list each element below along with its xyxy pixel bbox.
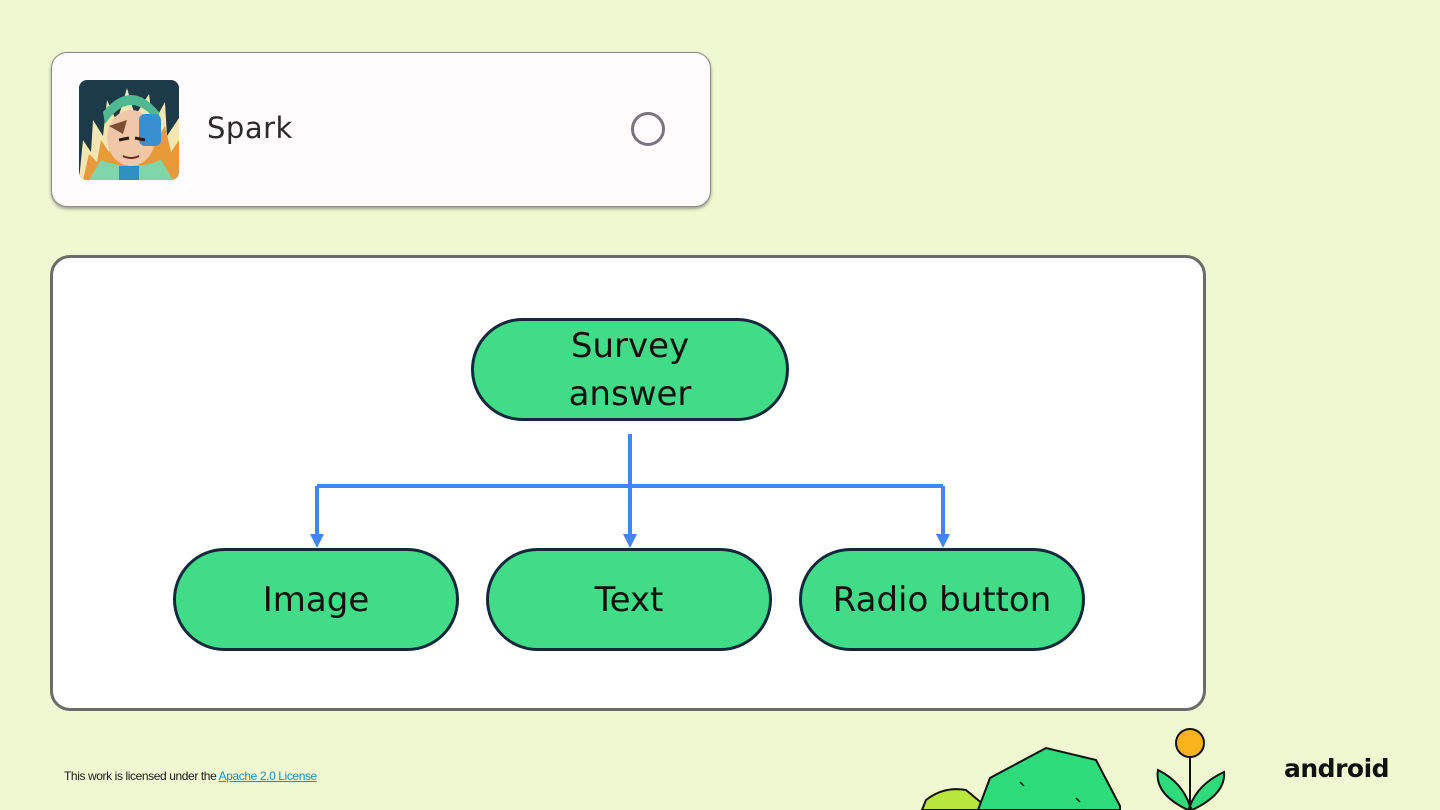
bush-left-shape bbox=[920, 788, 992, 810]
superhero-avatar-icon bbox=[79, 80, 179, 180]
license-text: This work is licensed under the bbox=[64, 769, 219, 783]
flower-leaf-right-shape bbox=[1188, 770, 1226, 810]
node-image-label: Image bbox=[262, 579, 370, 620]
license-notice: This work is licensed under the Apache 2… bbox=[64, 769, 317, 783]
node-image: Image bbox=[173, 548, 459, 651]
node-radio-button: Radio button bbox=[799, 548, 1085, 651]
node-text: Text bbox=[486, 548, 772, 651]
license-link[interactable]: Apache 2.0 License bbox=[218, 769, 318, 783]
arrowhead-radio bbox=[936, 534, 950, 548]
diagram-panel: Survey answer Image Text Radio button bbox=[50, 255, 1206, 711]
node-root-line1: Survey bbox=[570, 325, 690, 366]
survey-answer-card[interactable]: Spark bbox=[51, 52, 711, 207]
node-radio-label: Radio button bbox=[832, 579, 1052, 620]
arrowhead-text bbox=[623, 534, 637, 548]
node-survey-answer: Survey answer bbox=[471, 318, 789, 421]
radio-button[interactable] bbox=[631, 112, 665, 146]
node-text-label: Text bbox=[594, 579, 664, 620]
android-logo-text: android bbox=[1284, 754, 1390, 783]
node-root-line2: answer bbox=[568, 373, 692, 414]
flower-leaf-left-shape bbox=[1156, 768, 1192, 810]
arrowhead-image bbox=[310, 534, 324, 548]
flower-head-shape bbox=[1175, 728, 1205, 758]
connector-lines bbox=[310, 434, 950, 548]
card-title: Spark bbox=[207, 111, 293, 145]
bush-right-shape bbox=[976, 746, 1121, 810]
